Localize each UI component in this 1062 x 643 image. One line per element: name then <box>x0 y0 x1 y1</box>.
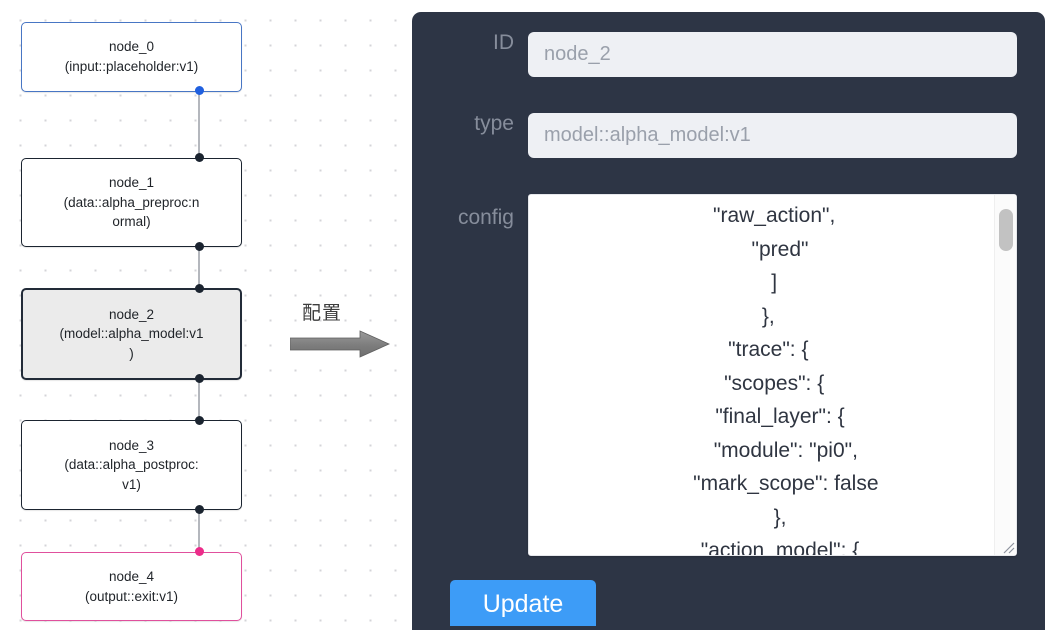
node-config-panel: ID node_2 type model::alpha_model:v1 con… <box>412 12 1045 630</box>
graph-node-label: node_0 (input::placeholder:v1) <box>64 39 199 74</box>
right-arrow-icon <box>290 330 390 358</box>
graph-node-node_1[interactable]: node_1 (data::alpha_preproc:n ormal) <box>21 158 242 247</box>
id-field-label: ID <box>493 31 514 54</box>
graph-node-label: node_3 (data::alpha_postproc: v1) <box>64 437 199 492</box>
graph-node-node_2[interactable]: node_2 (model::alpha_model:v1 ) <box>21 288 242 380</box>
graph-node-label: node_1 (data::alpha_preproc:n ormal) <box>63 175 200 230</box>
transition-annotation: 配置 <box>290 298 400 360</box>
graph-node-label: node_4 (output::exit:v1) <box>84 568 179 604</box>
config-scrollbar-thumb[interactable] <box>999 209 1013 251</box>
type-input[interactable]: model::alpha_model:v1 <box>528 113 1017 158</box>
edge-node0-node1 <box>198 90 200 160</box>
node_2-target-handle[interactable] <box>194 284 204 293</box>
config-textarea-wrapper: "raw_action", "pred" ] }, "trace": { "sc… <box>528 194 1017 556</box>
update-button[interactable]: Update <box>450 580 596 626</box>
graph-node-node_3[interactable]: node_3 (data::alpha_postproc: v1) <box>21 420 242 510</box>
type-form-row: type model::alpha_model:v1 <box>412 113 1017 158</box>
node_0-source-handle[interactable] <box>194 86 204 95</box>
node_1-source-handle[interactable] <box>194 242 204 251</box>
transition-label: 配置 <box>302 302 343 324</box>
node_3-target-handle[interactable] <box>194 416 204 425</box>
edge-node2-node3 <box>198 378 200 422</box>
graph-canvas[interactable]: node_0 (input::placeholder:v1) node_1 (d… <box>0 0 398 643</box>
type-field-label: type <box>474 112 514 135</box>
config-textarea[interactable]: "raw_action", "pred" ] }, "trace": { "sc… <box>528 194 1017 556</box>
node_2-source-handle[interactable] <box>194 374 204 383</box>
config-form-row: config "raw_action", "pred" ] }, "trace"… <box>412 194 1017 556</box>
edge-node1-node2 <box>198 245 200 290</box>
config-field-label: config <box>457 206 514 229</box>
graph-node-label: node_2 (model::alpha_model:v1 ) <box>59 306 204 361</box>
graph-node-node_4[interactable]: node_4 (output::exit:v1) <box>21 552 242 621</box>
config-scrollbar[interactable] <box>994 195 1016 555</box>
id-form-row: ID node_2 <box>412 32 1017 77</box>
id-input[interactable]: node_2 <box>528 32 1017 77</box>
graph-node-node_0[interactable]: node_0 (input::placeholder:v1) <box>21 22 242 92</box>
node_3-source-handle[interactable] <box>194 505 204 514</box>
edge-node3-node4 <box>198 508 200 554</box>
node_1-target-handle[interactable] <box>194 153 204 162</box>
node_4-target-handle[interactable] <box>194 547 204 556</box>
